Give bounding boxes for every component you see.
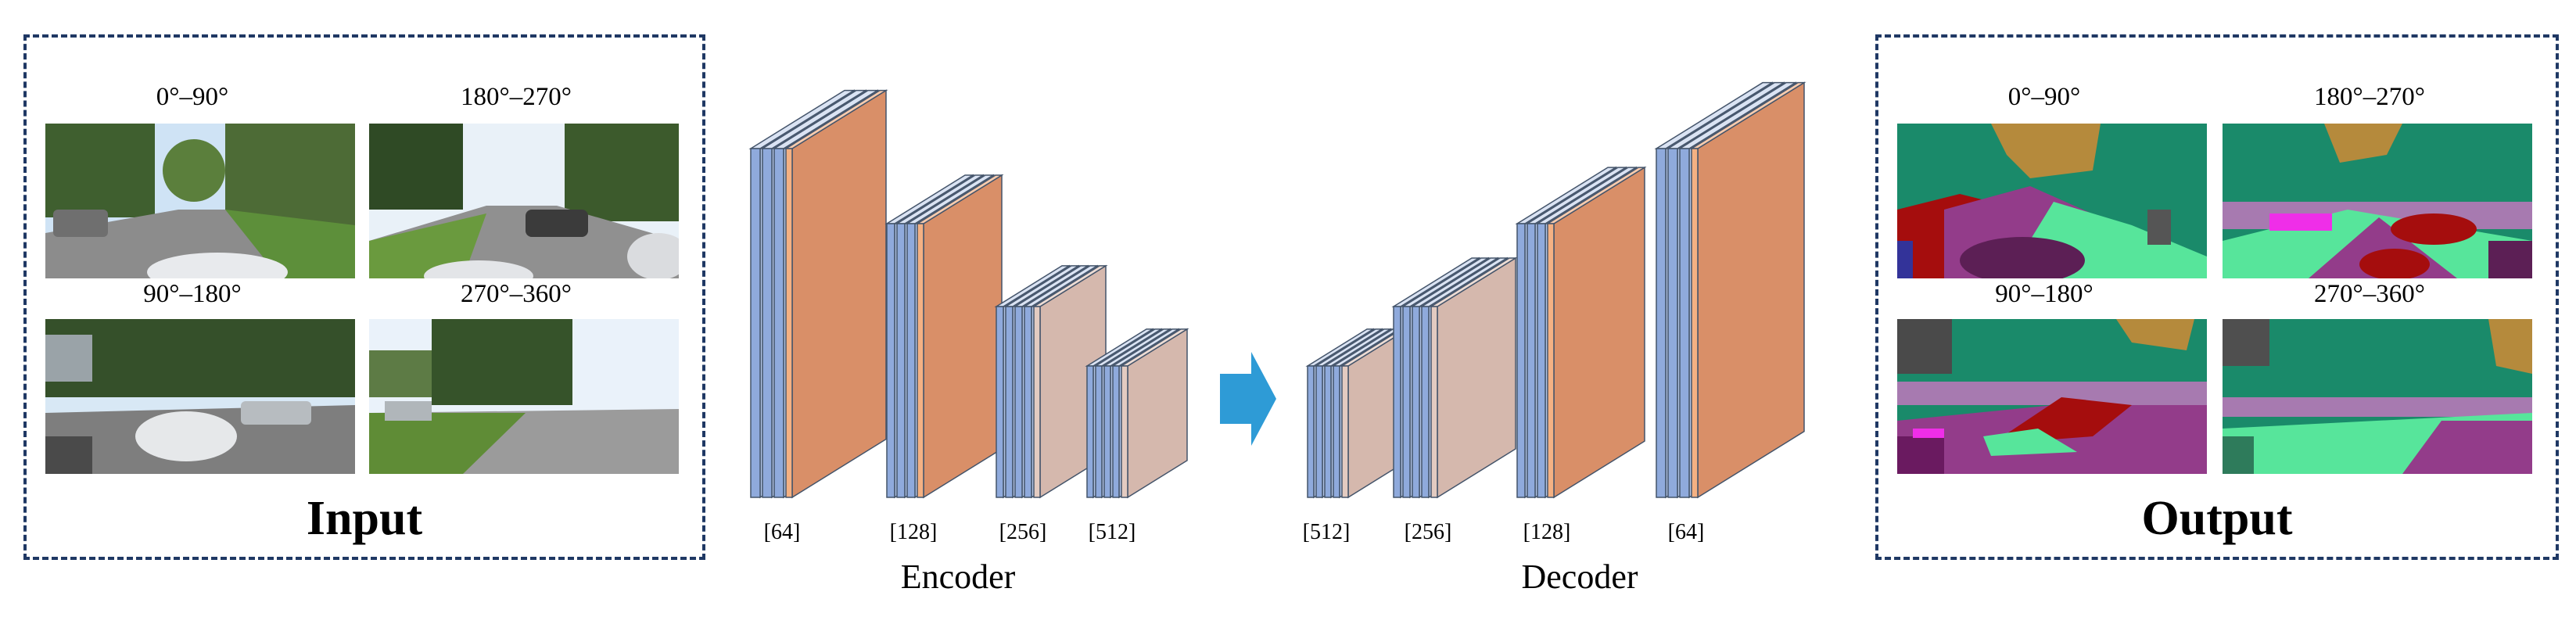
output-angle-label-3: 90°–180° — [1995, 280, 2093, 308]
encoder-block-128-thin-2-front — [896, 223, 906, 498]
input-angle-label-2: 180°–270° — [461, 83, 572, 111]
decoder-block-256-thin-4-front — [1421, 306, 1430, 498]
output-segmentation-0-90 — [1897, 124, 2207, 278]
decoder-block-512-thin-1-front — [1307, 365, 1315, 498]
input-panel: 0°–90° 180°–270° 90°–180° 270°–360° — [23, 34, 705, 560]
encoder-block-512-thin-2-front — [1095, 365, 1103, 498]
network-layers — [748, 81, 1806, 499]
decoder-block-256-thick-front — [1430, 306, 1438, 498]
encoder-block-512-thin-4-front — [1112, 365, 1120, 498]
decoder-block-256-thin-2-front — [1402, 306, 1411, 498]
encoder-block-64-thin-1-front — [750, 148, 761, 498]
input-photo-0-90 — [45, 124, 355, 278]
decoder-label: Decoder — [1521, 558, 1638, 596]
input-photo-90-180 — [45, 319, 355, 474]
encoder-block-512-thin-3-front — [1103, 365, 1111, 498]
flow-arrow — [1220, 352, 1276, 446]
decoder-block-128-thick-front — [1547, 223, 1555, 498]
encoder-block-256-thick-front — [1033, 306, 1041, 498]
encoder-channel-label-1: [64] — [763, 520, 801, 544]
decoder-block-64-thin-1-front — [1656, 148, 1667, 498]
encoder-block-256-thin-3-front — [1014, 306, 1023, 498]
encoder-block-64-thin-2-front — [762, 148, 773, 498]
output-angle-label-4: 270°–360° — [2314, 280, 2425, 308]
input-angle-label-4: 270°–360° — [461, 280, 572, 308]
encoder-block-64-thick-front — [785, 148, 793, 498]
encoder-block-128-thick-front — [917, 223, 924, 498]
decoder-block-128-thin-1-front — [1516, 223, 1526, 498]
decoder-block-256-thin-3-front — [1412, 306, 1420, 498]
output-segmentation-90-180 — [1897, 319, 2207, 474]
encoder-label: Encoder — [900, 558, 1016, 596]
encoder-block-512-thin-1-front — [1086, 365, 1094, 498]
encoder-block-128-thick-side — [923, 174, 1003, 499]
encoder-block-256-thin-4-front — [1024, 306, 1032, 498]
encoder-block-128-thin-3-front — [906, 223, 916, 498]
input-title: Input — [306, 492, 423, 545]
decoder-block-128-thin-2-front — [1527, 223, 1536, 498]
output-angle-label-1: 0°–90° — [2007, 83, 2081, 111]
encoder-block-64-thick-side — [791, 89, 887, 499]
decoder-block-64-thin-3-front — [1679, 148, 1690, 498]
input-photo-270-360 — [369, 319, 679, 474]
output-title: Output — [2141, 492, 2293, 545]
encoder-block-64-thin-3-front — [773, 148, 784, 498]
encoder-channel-label-4: [512] — [1088, 520, 1136, 544]
decoder-block-512-thin-3-front — [1324, 365, 1332, 498]
decoder-block-512-thin-2-front — [1315, 365, 1323, 498]
decoder-block-64-thick-side — [1697, 81, 1805, 499]
decoder-block-64-thin-2-front — [1667, 148, 1678, 498]
decoder-block-256-thin-1-front — [1393, 306, 1401, 498]
decoder-channel-label-1: [512] — [1302, 520, 1351, 544]
encoder-block-512-thick-front — [1121, 365, 1128, 498]
decoder-block-512-thick-front — [1341, 365, 1349, 498]
decoder-block-128-thick-side — [1553, 166, 1645, 499]
encoder-channel-label-3: [256] — [999, 520, 1047, 544]
encoder-block-256-thin-1-front — [996, 306, 1004, 498]
output-angle-label-2: 180°–270° — [2314, 83, 2425, 111]
encoder-block-256-thin-2-front — [1005, 306, 1014, 498]
output-panel: 0°–90° 180°–270° 90°–180° 270°–360° — [1875, 34, 2559, 560]
encoder-block-128-thin-1-front — [886, 223, 895, 498]
decoder-channel-label-2: [256] — [1404, 520, 1452, 544]
output-segmentation-270-360 — [2223, 319, 2532, 474]
decoder-channel-label-3: [128] — [1523, 520, 1571, 544]
decoder-block-128-thin-3-front — [1537, 223, 1546, 498]
decoder-block-512-thin-4-front — [1333, 365, 1340, 498]
output-segmentation-180-270 — [2223, 124, 2532, 278]
decoder-block-64-thick-front — [1691, 148, 1699, 498]
encoder-channel-label-2: [128] — [889, 520, 938, 544]
decoder-channel-label-4: [64] — [1667, 520, 1705, 544]
input-angle-label-3: 90°–180° — [143, 280, 242, 308]
input-angle-label-1: 0°–90° — [156, 83, 229, 111]
input-photo-180-270 — [369, 124, 679, 278]
